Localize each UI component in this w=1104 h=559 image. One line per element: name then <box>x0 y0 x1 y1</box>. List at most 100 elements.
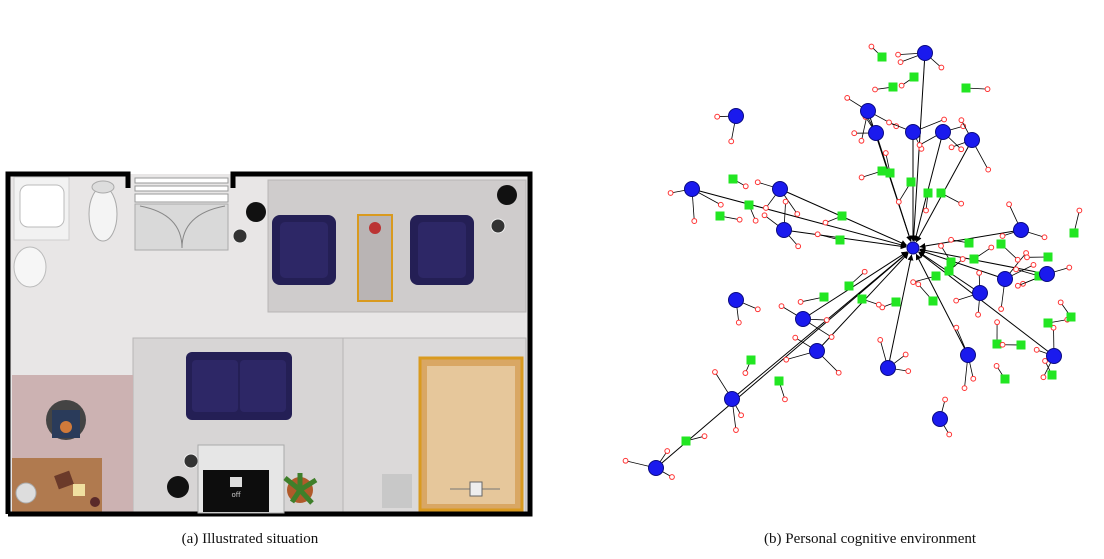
graph-leaf-node <box>761 212 768 219</box>
graph-leaf-node <box>736 216 743 223</box>
graph-leaf-node <box>738 412 744 419</box>
graph-relation-node <box>1034 271 1044 281</box>
graph-leaf-node <box>868 43 875 50</box>
graph-leaf-node <box>898 82 905 89</box>
graph-leaf-node <box>782 396 788 403</box>
graph-leaf-node <box>958 200 965 207</box>
graph-leaf-node <box>905 368 912 375</box>
graph-leaf-node <box>999 233 1006 239</box>
graph-relation-node <box>923 188 933 198</box>
graph-leaf-node <box>763 205 769 211</box>
graph-edge <box>918 251 1055 357</box>
graph-leaf-node <box>797 299 804 305</box>
lamp <box>246 202 266 222</box>
graph-concept-node <box>860 103 876 119</box>
graph-leaf-node <box>701 433 708 440</box>
graph-edge <box>919 249 1006 280</box>
graph-relation-node <box>1066 312 1076 322</box>
graph-leaf-node <box>1057 299 1064 306</box>
graph-leaf-node <box>851 130 858 137</box>
graph-leaf-node <box>1014 256 1021 263</box>
graph-leaf-node <box>984 86 991 93</box>
graph-leaf-node <box>985 166 992 173</box>
graph-relation-node <box>891 297 901 307</box>
graph-concept-node <box>809 343 825 359</box>
graph-leaf-node <box>742 370 749 376</box>
graph-relation-node <box>992 339 1002 349</box>
double-door <box>139 205 226 249</box>
graph-leaf-node <box>970 375 977 382</box>
graph-leaf-node <box>1042 358 1048 364</box>
lamp <box>167 476 189 498</box>
toilet <box>88 186 118 242</box>
graph-relation-node <box>837 211 847 221</box>
graph-leaf-node <box>953 324 960 331</box>
graph-concept-node <box>917 45 933 61</box>
graph-relation-node <box>888 82 898 92</box>
graph-relation-node <box>885 168 895 178</box>
graph-leaf-node <box>958 117 965 124</box>
graph-leaf-node <box>714 113 721 120</box>
wall <box>5 171 131 514</box>
graph-relation-node <box>728 174 738 184</box>
tv-status: off <box>231 491 240 499</box>
graph-edge <box>919 229 1022 249</box>
graph-leaf-node <box>691 218 698 224</box>
caption-a: (a) Illustrated situation <box>181 531 319 547</box>
graph-leaf-node <box>792 334 799 341</box>
graph-leaf-node <box>948 144 955 151</box>
graph-relation-node <box>844 281 854 291</box>
graph-leaf-node <box>877 336 884 343</box>
graph-leaf-node <box>882 150 889 156</box>
graph-relation-node <box>857 294 867 304</box>
graph-leaf-node <box>794 211 801 217</box>
graph-leaf-node <box>886 119 892 126</box>
graph-leaf-node <box>938 64 945 71</box>
graph-relation-node <box>944 266 954 276</box>
graph-concept-node <box>964 132 980 148</box>
graph-leaf-node <box>872 86 878 93</box>
graph-relation-node <box>928 296 938 306</box>
graph-leaf-node <box>1014 282 1021 289</box>
graph-concept-node <box>1013 222 1029 238</box>
graph-leaf-node <box>728 138 735 145</box>
graph-leaf-node <box>1076 207 1083 214</box>
person-icon <box>60 421 72 433</box>
graph-hub-node <box>906 241 920 255</box>
graph-leaf-node <box>1006 201 1012 208</box>
graph-relation-node <box>744 200 754 210</box>
bathroom-sink <box>19 184 65 228</box>
graph-relation-node <box>964 238 974 248</box>
graph-leaf-node <box>667 190 674 196</box>
graph-relation-node <box>774 376 784 386</box>
graph-leaf-node <box>1024 254 1030 261</box>
wall <box>8 171 533 517</box>
graph-edge <box>691 188 907 248</box>
graph-relation-node <box>746 355 756 365</box>
graph-relation-node <box>1000 374 1010 384</box>
graph-leaf-node <box>993 363 1000 369</box>
graph-leaf-node <box>915 281 922 288</box>
graph-leaf-node <box>778 303 785 310</box>
graph-leaf-node <box>1040 374 1047 381</box>
graph-concept-node <box>935 124 951 140</box>
graph-relation-node <box>931 271 941 281</box>
graph-leaf-node <box>858 174 865 181</box>
graph-leaf-node <box>1013 266 1019 273</box>
graph-leaf-node <box>1041 234 1048 241</box>
graph-relation-node <box>909 72 919 82</box>
graph-edge <box>655 252 909 469</box>
graph-relation-node <box>996 239 1006 249</box>
table-object <box>369 222 381 234</box>
graph-concept-node <box>972 285 988 301</box>
washbasin <box>13 246 47 288</box>
graph-leaf-node <box>782 198 789 205</box>
graph-leaf-node <box>844 95 851 101</box>
graph-leaf-node <box>754 306 761 313</box>
graph-leaf-node <box>946 431 953 438</box>
graph-leaf-node <box>910 279 917 286</box>
graph-leaf-node <box>742 183 749 190</box>
graph-concept-node <box>776 222 792 238</box>
graph-leaf-node <box>752 217 759 224</box>
graph-leaf-node <box>1030 262 1037 268</box>
